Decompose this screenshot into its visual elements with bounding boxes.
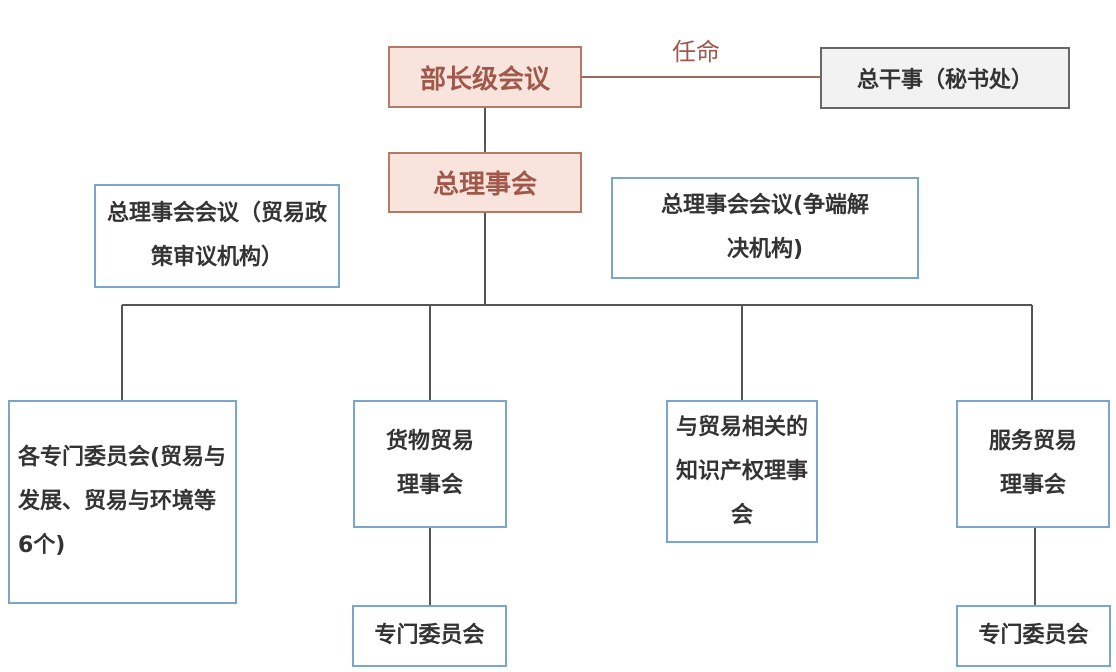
special-committees-node: 各专门委员会(贸易与发展、贸易与环境等6个) [8, 400, 237, 604]
director-general-node: 总干事（秘书处） [820, 47, 1070, 109]
trade-policy-review-label: 总理事会会议（贸易政策审议机构） [106, 201, 327, 270]
trips-council-label: 与贸易相关的知识产权理事会 [675, 414, 808, 528]
services-council-node: 服务贸易理事会 [956, 400, 1110, 528]
trips-council-node: 与贸易相关的知识产权理事会 [666, 400, 818, 543]
goods-council-node: 货物贸易理事会 [353, 400, 507, 528]
special-committees-label: 各专门委员会(贸易与发展、贸易与环境等6个) [18, 445, 227, 558]
dispute-settlement-node: 总理事会会议(争端解决机构) [611, 177, 919, 279]
goods-council-label: 货物贸易理事会 [385, 429, 474, 498]
ministerial-conference-node: 部长级会议 [388, 46, 582, 108]
ministerial-conference-label: 部长级会议 [419, 64, 550, 95]
services-special-committee-node: 专门委员会 [956, 605, 1111, 667]
trade-policy-review-node: 总理事会会议（贸易政策审议机构） [94, 184, 340, 288]
dispute-settlement-label: 总理事会会议(争端解决机构) [660, 193, 870, 262]
director-general-label: 总干事（秘书处） [856, 68, 1033, 93]
goods-special-committee-node: 专门委员会 [352, 605, 507, 667]
general-council-label: 总理事会 [432, 170, 537, 200]
services-special-committee-label: 专门委员会 [978, 623, 1089, 648]
services-council-label: 服务贸易理事会 [988, 429, 1077, 498]
general-council-node: 总理事会 [388, 152, 582, 213]
goods-special-committee-label: 专门委员会 [374, 623, 485, 648]
appoint-label: 任命 [672, 38, 720, 66]
